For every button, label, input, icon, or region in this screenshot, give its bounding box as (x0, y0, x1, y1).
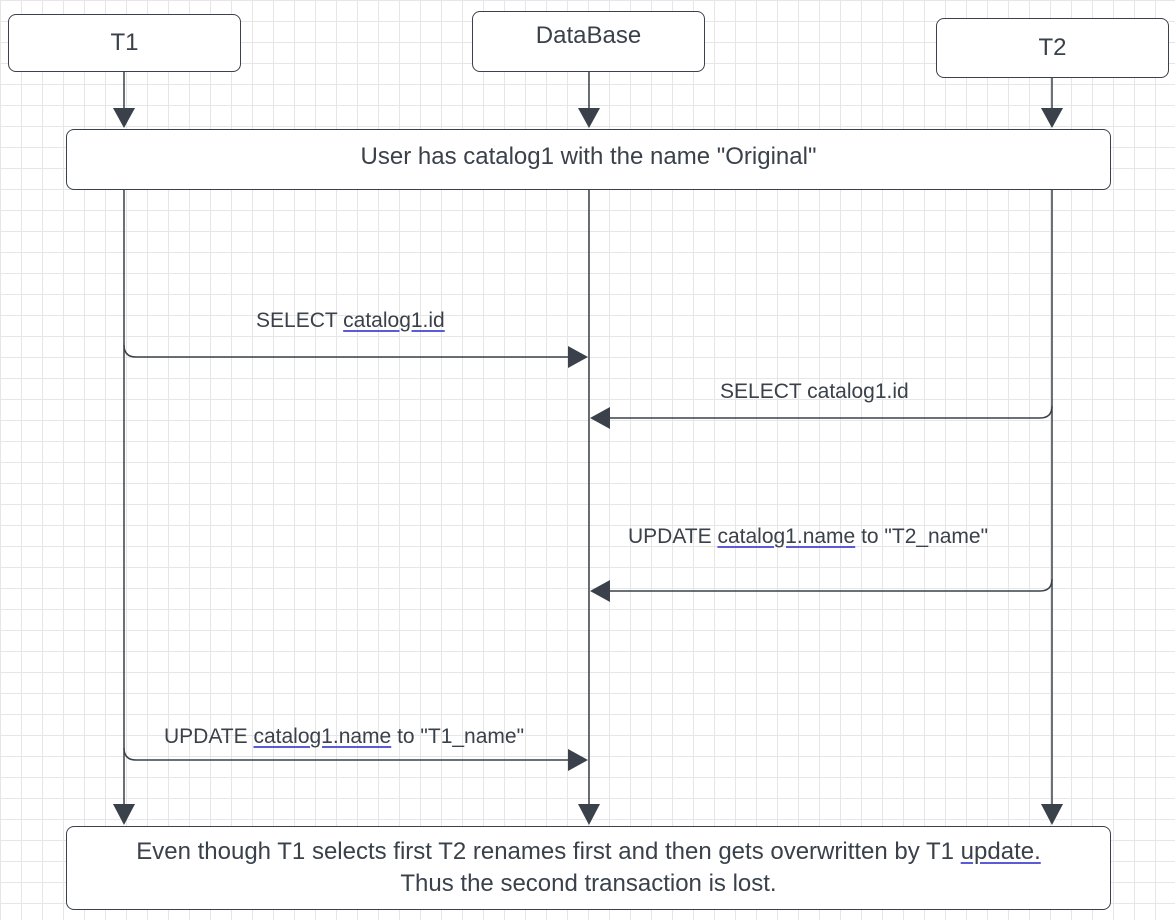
message-line-1 (123, 344, 570, 358)
participant-t2-label: T2 (1038, 34, 1067, 61)
database-end-arrowhead (578, 804, 600, 825)
message-label-3: UPDATE catalog1.name to "T2_name" (628, 525, 988, 549)
conclusion-note-text: Even though T1 selects first T2 renames … (136, 836, 1041, 900)
t1-header-arrowhead (113, 108, 135, 128)
message-label-4-link[interactable]: catalog1.name (253, 725, 392, 748)
participant-t1[interactable]: T1 (8, 14, 241, 72)
message-arrowhead-2 (590, 407, 610, 429)
message-label-3-suffix: to "T2_name" (855, 525, 989, 548)
conclusion-line-2: Thus the second transaction is lost. (400, 870, 777, 897)
message-label-1: SELECT catalog1.id (256, 309, 445, 333)
message-arrowhead-3 (590, 580, 610, 602)
message-line-3 (608, 578, 1053, 592)
participant-t2[interactable]: T2 (936, 18, 1169, 78)
message-label-1-prefix: SELECT (256, 309, 344, 332)
message-label-4-prefix: UPDATE (164, 725, 254, 748)
message-label-2-prefix: SELECT catalog1.id (720, 380, 909, 403)
conclusion-line-1-text: Even though T1 selects first T2 renames … (136, 838, 961, 865)
t2-end-arrowhead (1041, 804, 1063, 825)
initial-state-note[interactable]: User has catalog1 with the name "Origina… (66, 129, 1111, 190)
message-line-2 (608, 405, 1053, 419)
message-label-4-suffix: to "T1_name" (391, 725, 525, 748)
participant-database-label: DataBase (535, 21, 642, 49)
initial-state-note-text: User has catalog1 with the name "Origina… (360, 142, 817, 170)
conclusion-note[interactable]: Even though T1 selects first T2 renames … (66, 826, 1111, 910)
t2-header-arrowhead (1041, 108, 1063, 128)
message-label-4: UPDATE catalog1.name to "T1_name" (164, 725, 524, 749)
message-line-4 (123, 747, 570, 761)
message-arrowhead-4 (568, 749, 588, 771)
message-label-1-link[interactable]: catalog1.id (343, 309, 445, 332)
conclusion-update-link[interactable]: update. (960, 838, 1041, 865)
participant-t1-label: T1 (110, 29, 139, 56)
participant-database[interactable]: DataBase (472, 11, 705, 72)
message-arrowhead-1 (568, 346, 588, 368)
database-header-arrowhead (578, 108, 600, 128)
t1-end-arrowhead (113, 804, 135, 825)
conclusion-line-1: Even though T1 selects first T2 renames … (136, 836, 1041, 868)
message-label-3-prefix: UPDATE (628, 525, 718, 548)
message-label-2: SELECT catalog1.id (720, 380, 909, 404)
message-label-3-link[interactable]: catalog1.name (717, 525, 856, 548)
